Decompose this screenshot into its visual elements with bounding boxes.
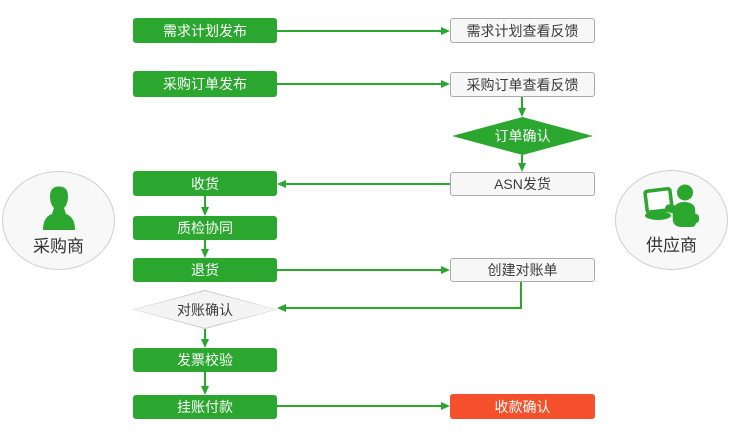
node-quality-inspection: 质检协同 xyxy=(133,216,277,240)
node-demand-plan-feedback: 需求计划查看反馈 xyxy=(450,18,595,43)
node-invoice-verification: 发票校验 xyxy=(133,348,277,372)
node-receive-goods: 收货 xyxy=(133,171,277,196)
node-demand-plan-release: 需求计划发布 xyxy=(133,18,277,43)
buyer-person-icon xyxy=(42,186,75,230)
node-asn-shipping: ASN发货 xyxy=(450,172,595,196)
actor-supplier: 供应商 xyxy=(615,170,728,270)
node-payment-on-account: 挂账付款 xyxy=(133,395,277,419)
supplier-laptop-person-icon xyxy=(642,184,699,227)
actor-supplier-label: 供应商 xyxy=(646,236,697,255)
node-payment-receipt-confirm: 收款确认 xyxy=(450,394,595,419)
node-return-goods: 退货 xyxy=(133,258,277,282)
node-purchase-order-feedback: 采购订单查看反馈 xyxy=(450,72,595,97)
actor-buyer: 采购商 xyxy=(2,171,115,270)
actor-buyer-label: 采购商 xyxy=(33,236,84,256)
node-purchase-order-release: 采购订单发布 xyxy=(133,71,277,97)
edge-statement-to-reconcile xyxy=(277,282,522,312)
node-create-statement: 创建对账单 xyxy=(450,258,595,282)
